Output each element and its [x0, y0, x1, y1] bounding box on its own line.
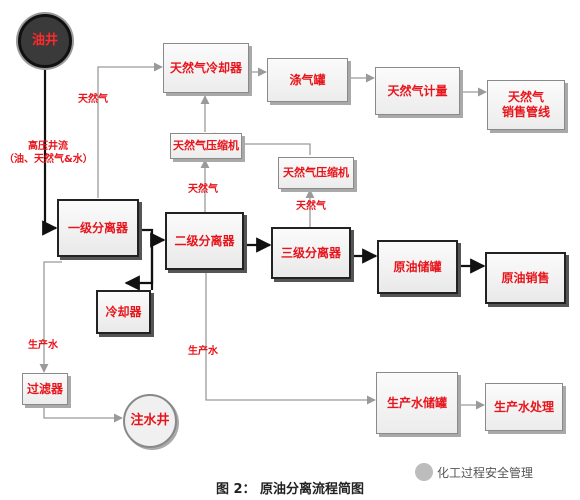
- gas-label-sep2: 天然气: [188, 184, 218, 195]
- oil-sales-node: 原油销售: [485, 252, 566, 304]
- wechat-logo-icon: [415, 463, 433, 481]
- cooler-to-sep2-line: [150, 232, 166, 290]
- wellstream-line: [42, 65, 58, 236]
- gas-sales-label-2: 销售管线: [501, 105, 550, 119]
- cooler-node: 冷却器: [96, 290, 151, 334]
- figure-caption: 图 2： 原油分离流程简图: [215, 482, 365, 497]
- gas-compressor-1-node: 天然气压缩机: [170, 133, 242, 159]
- wellstream-label-line1: 高压井流: [28, 141, 68, 152]
- filter-node: 过滤器: [22, 373, 68, 405]
- wellstream-label: 高压井流 （油、天然气&水）: [4, 140, 93, 166]
- watermark: 化工过程安全管理: [415, 463, 533, 481]
- oil-well-node: 油井: [18, 14, 72, 68]
- watermark-text: 化工过程安全管理: [437, 465, 534, 480]
- water-label-sep1: 生产水: [28, 340, 58, 351]
- gas-cooler-node: 天然气冷却器: [163, 43, 249, 93]
- gas-label-sep1: 天然气: [78, 94, 108, 105]
- oil-tank-node: 原油储罐: [377, 240, 458, 294]
- gas-label-sep3: 天然气: [296, 201, 326, 212]
- water-label-sep2: 生产水: [188, 346, 218, 357]
- wellstream-label-line2: （油、天然气&水）: [4, 154, 93, 165]
- separator-1-node: 一级分离器: [57, 199, 139, 257]
- separator-3-node: 三级分离器: [271, 227, 351, 279]
- gas-sales-line-node: 天然气 销售管线: [487, 80, 565, 130]
- injection-well-node: 注水井: [123, 394, 177, 448]
- water-tank-node: 生产水储罐: [376, 372, 458, 434]
- sep1-gas-line: [97, 62, 163, 198]
- gas-sales-label-1: 天然气: [507, 90, 544, 104]
- gas-compressor-2-node: 天然气压缩机: [278, 157, 354, 189]
- gas-meter-node: 天然气计量: [375, 67, 460, 115]
- separator-2-node: 二级分离器: [165, 212, 244, 270]
- sep1-water-line: [39, 261, 62, 373]
- filter-to-injection-line: [43, 406, 123, 423]
- scrubber-node: 涤气罐: [267, 58, 348, 102]
- water-treatment-node: 生产水处理: [485, 383, 563, 431]
- sep2-water-line: [205, 272, 376, 405]
